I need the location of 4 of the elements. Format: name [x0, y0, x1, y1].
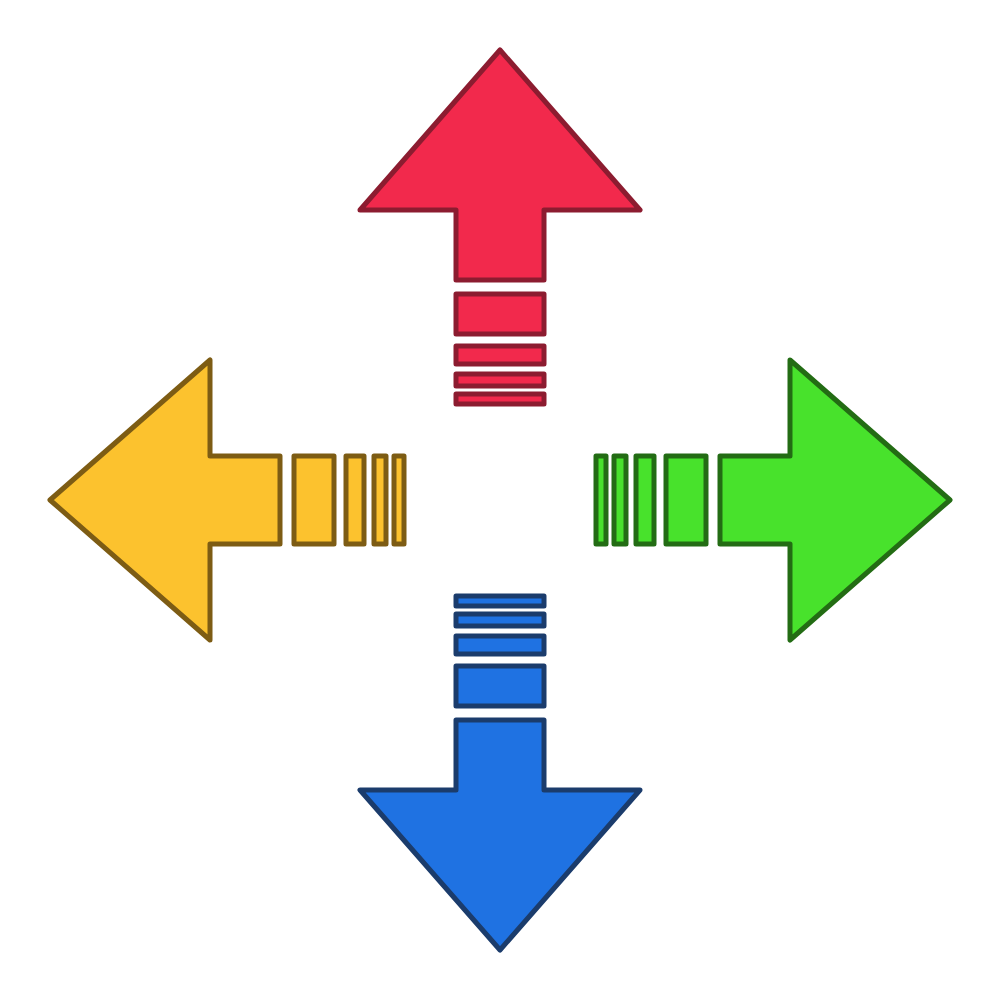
arrow: [593, 357, 953, 643]
arrow: [357, 47, 643, 407]
arrow: [357, 593, 643, 953]
arrow: [47, 357, 407, 643]
